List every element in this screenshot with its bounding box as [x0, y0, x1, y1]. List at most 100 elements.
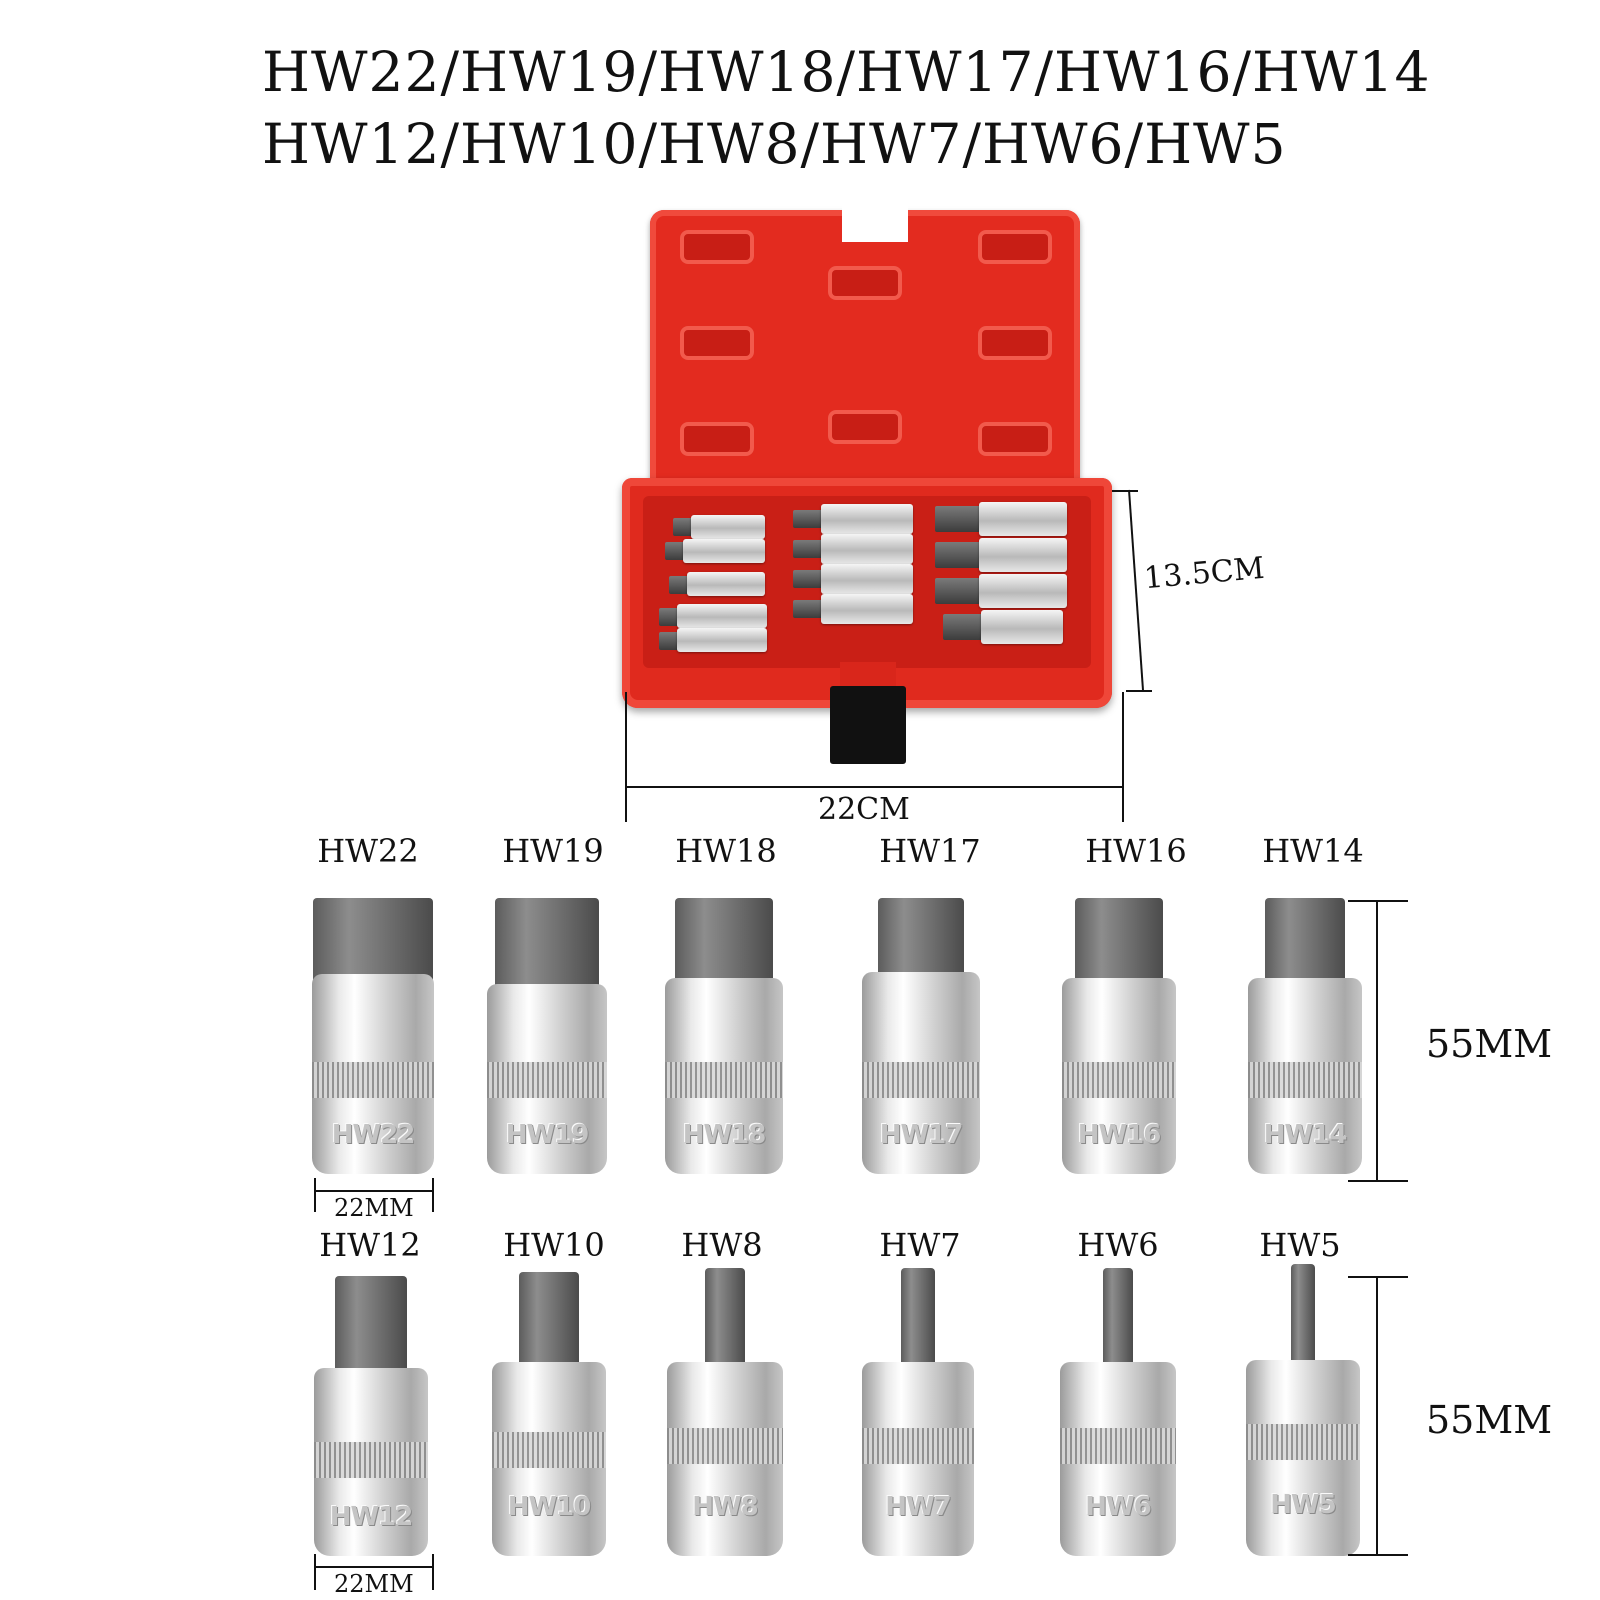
socket-knurl	[314, 1442, 428, 1478]
tray-bit-tip	[793, 570, 823, 588]
tray-bit-tip	[793, 600, 823, 618]
socket-knurl	[492, 1432, 606, 1468]
socket-knurl	[487, 1062, 607, 1098]
socket-engraving: HW19	[505, 1120, 590, 1150]
lid-pocket	[680, 326, 754, 360]
case-width-label: 22CM	[818, 792, 910, 827]
tray-bit-tip	[673, 518, 693, 536]
row2-height-label: 55MM	[1426, 1398, 1553, 1442]
dim-extension	[625, 692, 627, 822]
hex-bit-socket: HW8	[667, 1268, 783, 1556]
bit-label: HW12	[319, 1226, 421, 1264]
dim-tick	[1126, 690, 1152, 692]
bit-label: HW14	[1262, 832, 1364, 870]
socket-knurl	[862, 1062, 980, 1098]
dim-tick	[314, 1178, 316, 1212]
socket-engraving: HW18	[682, 1120, 767, 1150]
title-line-1: HW22/HW19/HW18/HW17/HW16/HW14	[262, 40, 1431, 104]
row2-height-dimension-line	[1376, 1277, 1378, 1555]
tray-bit	[687, 572, 765, 596]
case-lid-notch	[842, 206, 908, 242]
socket-knurl	[667, 1428, 783, 1464]
row1-height-dimension-line	[1376, 901, 1378, 1181]
bit-label: HW7	[879, 1226, 961, 1264]
tray-bit	[979, 502, 1067, 536]
tray-bit	[691, 515, 765, 539]
tray-bit-tip	[669, 576, 689, 594]
hex-bit-socket: HW19	[487, 898, 607, 1174]
case-latch	[830, 686, 906, 764]
hex-bit-socket: HW10	[492, 1272, 606, 1556]
dim-tick	[1348, 900, 1408, 902]
lid-pocket	[680, 230, 754, 264]
tray-bit-tip	[935, 578, 981, 604]
socket-knurl	[665, 1062, 783, 1098]
tray-bit	[821, 594, 913, 624]
tray-bit-tip	[659, 632, 679, 650]
tray-bit	[821, 534, 913, 564]
socket-knurl	[312, 1062, 434, 1098]
lid-pocket	[680, 422, 754, 456]
hex-bit-socket: HW18	[665, 898, 783, 1174]
row1-width-dimension-line	[314, 1190, 434, 1192]
hex-bit-socket: HW16	[1062, 898, 1176, 1174]
hex-bit-socket: HW5	[1246, 1264, 1360, 1556]
tray-bit-tip	[935, 506, 981, 532]
tray-bit	[821, 564, 913, 594]
socket-engraving: HW6	[1085, 1492, 1152, 1522]
lid-pocket	[828, 266, 902, 300]
hex-bit-socket: HW7	[862, 1268, 974, 1556]
title-line-2: HW12/HW10/HW8/HW7/HW6/HW5	[262, 112, 1287, 176]
socket-engraving: HW14	[1263, 1120, 1348, 1150]
dim-tick	[314, 1554, 316, 1590]
bit-label: HW19	[502, 832, 604, 870]
bit-label: HW22	[317, 832, 419, 870]
case-height-dimension-line	[1128, 489, 1145, 692]
lid-pocket	[978, 422, 1052, 456]
hex-bit-socket: HW6	[1060, 1268, 1176, 1556]
socket-engraving: HW10	[507, 1492, 592, 1522]
hex-bit-socket: HW14	[1248, 898, 1362, 1174]
tray-bit-tip	[659, 608, 679, 626]
socket-engraving: HW7	[885, 1492, 952, 1522]
tray-bit-tip	[793, 540, 823, 558]
row1-width-label: 22MM	[334, 1194, 414, 1222]
tray-bit-tip	[793, 510, 823, 528]
socket-knurl	[862, 1428, 974, 1464]
tray-bit-tip	[665, 542, 685, 560]
tray-bit	[683, 539, 765, 563]
lid-pocket	[978, 230, 1052, 264]
socket-engraving: HW22	[331, 1120, 416, 1150]
dim-tick	[432, 1554, 434, 1590]
lid-pocket	[978, 326, 1052, 360]
socket-engraving: HW8	[692, 1492, 759, 1522]
socket-engraving: HW12	[329, 1502, 414, 1532]
hex-tip	[1291, 1264, 1315, 1364]
socket-knurl	[1248, 1062, 1362, 1098]
tray-bit	[979, 574, 1067, 608]
lid-pocket	[828, 410, 902, 444]
dim-tick	[1348, 1180, 1408, 1182]
bit-label: HW16	[1085, 832, 1187, 870]
row2-width-label: 22MM	[334, 1570, 414, 1598]
hex-bit-socket: HW12	[314, 1276, 428, 1556]
row1-height-label: 55MM	[1426, 1022, 1553, 1066]
tray-bit	[677, 628, 767, 652]
bit-label: HW6	[1077, 1226, 1159, 1264]
socket-engraving: HW16	[1077, 1120, 1162, 1150]
hex-tip	[901, 1268, 935, 1366]
bit-label: HW18	[675, 832, 777, 870]
bit-label: HW5	[1259, 1226, 1341, 1264]
case-height-label: 13.5CM	[1142, 550, 1266, 597]
bit-label: HW8	[681, 1226, 763, 1264]
case-tray	[643, 496, 1091, 668]
tray-bit	[981, 610, 1063, 644]
dim-tick	[1112, 490, 1138, 492]
bit-label: HW10	[503, 1226, 605, 1264]
dim-tick	[432, 1178, 434, 1212]
hex-tip	[335, 1276, 407, 1376]
hex-bit-socket: HW17	[862, 898, 980, 1174]
socket-knurl	[1246, 1424, 1360, 1460]
row2-width-dimension-line	[314, 1566, 434, 1568]
hex-tip	[675, 898, 773, 990]
